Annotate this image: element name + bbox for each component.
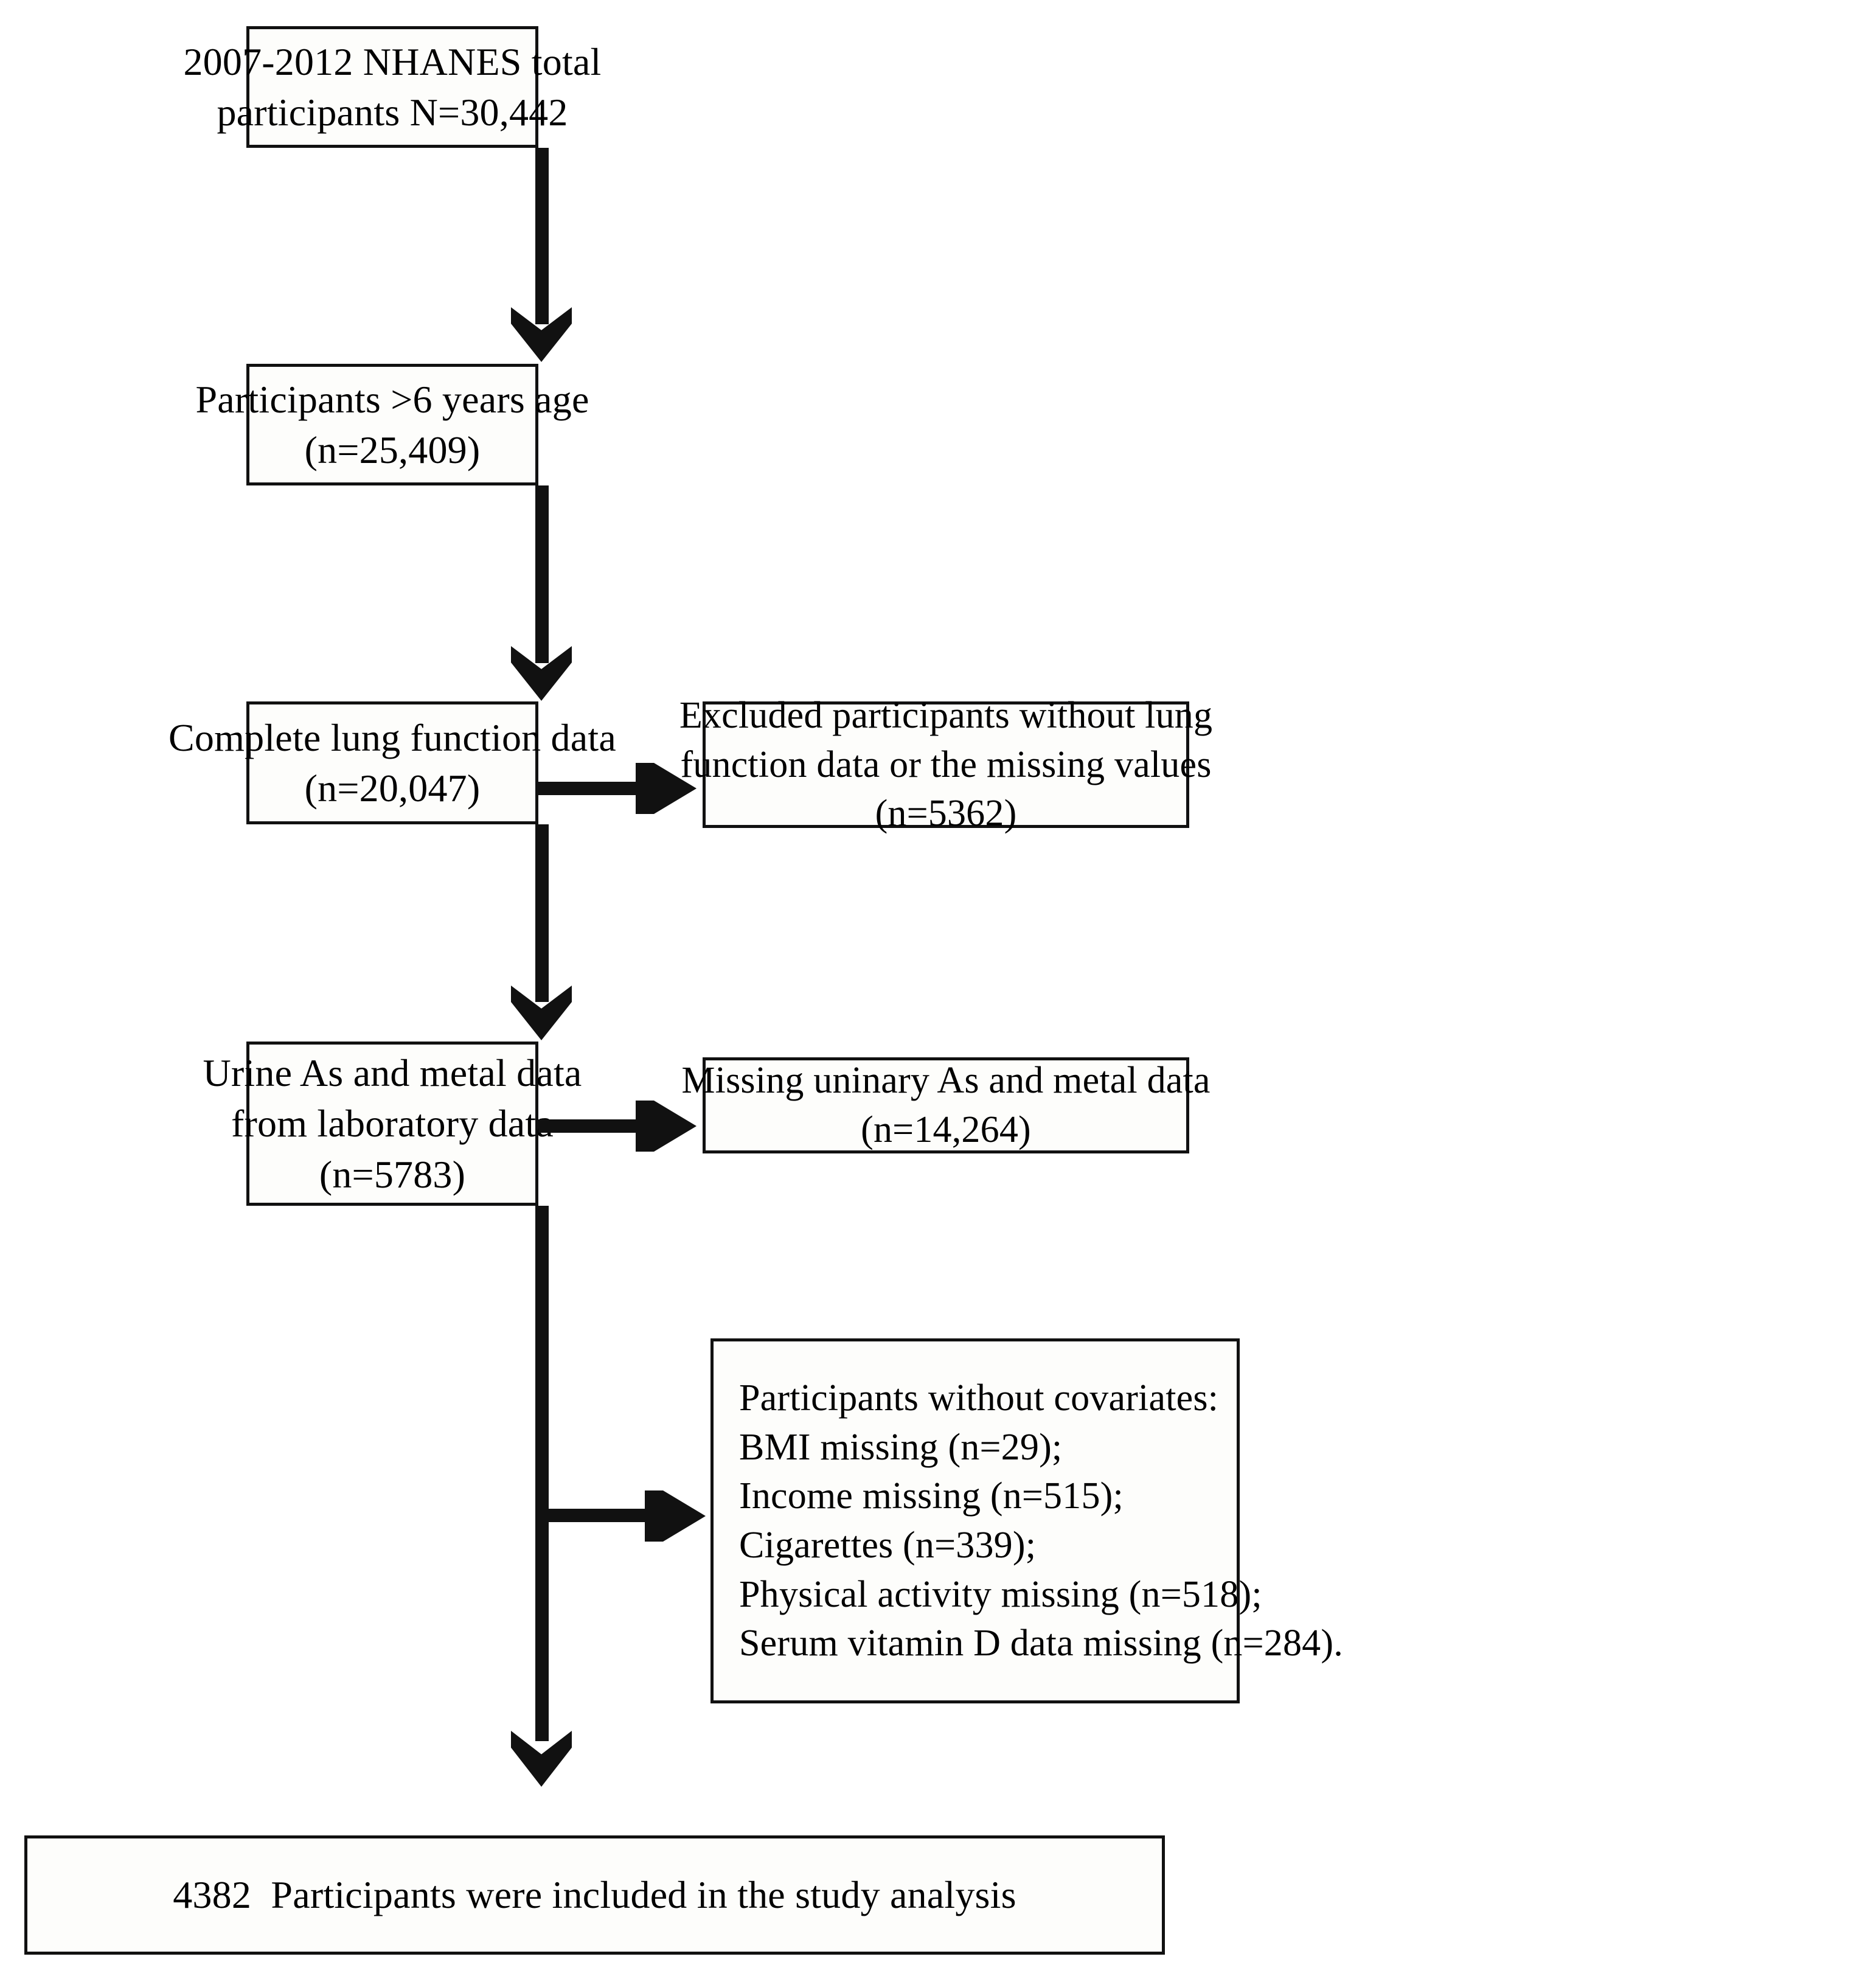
node-line: Urine As and metal data <box>203 1051 582 1095</box>
exclusion-line: Missing uninary As and metal data <box>681 1060 1211 1102</box>
connector-line-n1-n2 <box>535 148 549 324</box>
arrow-right-n4-e3 <box>645 1490 706 1542</box>
connector-line-n3-n4 <box>535 824 549 1002</box>
exclusion-missing-urine: Missing uninary As and metal data (n=14,… <box>681 1057 1210 1153</box>
connector-line-n4-e2 <box>538 1119 651 1133</box>
exclusion-line: BMI missing (n=29); <box>739 1426 1063 1468</box>
node-line: 4382 Participants were included in the s… <box>173 1873 1016 1917</box>
exclusion-no-lung-function: Excluded participants without lung funct… <box>679 695 1212 834</box>
node-line: Participants >6 years age <box>195 377 589 421</box>
node-final-analysis: 4382 Participants were included in the s… <box>24 1835 1165 1955</box>
node-line: 2007-2012 NHANES total <box>183 40 602 83</box>
node-line: Complete lung function data <box>168 715 616 759</box>
node-total-participants: 2007-2012 NHANES total participants N=30… <box>183 26 601 148</box>
connector-line-n2-n3 <box>535 485 549 663</box>
node-age-filter: Participants >6 years age (n=25,409) <box>195 364 589 485</box>
exclusion-line: function data or the missing values <box>680 743 1212 785</box>
node-lung-function: Complete lung function data (n=20,047) <box>168 701 616 824</box>
arrow-right-n4-e2 <box>636 1101 697 1152</box>
exclusion-line: (n=5362) <box>875 793 1017 835</box>
exclusion-line: (n=14,264) <box>861 1109 1031 1150</box>
exclusion-line: Excluded participants without lung <box>679 695 1213 737</box>
node-line: (n=5783) <box>319 1152 466 1196</box>
node-line: participants N=30,442 <box>217 91 568 134</box>
connector-line-n4-trunk <box>535 1206 549 1741</box>
exclusion-line: Physical activity missing (n=518); <box>739 1573 1262 1615</box>
exclusion-line: Participants without covariates: <box>739 1377 1219 1419</box>
node-line: from laboratory data <box>231 1102 554 1146</box>
exclusion-missing-covariates: Participants without covariates: BMI mis… <box>710 1338 1343 1703</box>
node-urine-metals: Urine As and metal data from laboratory … <box>203 1042 582 1206</box>
node-line: (n=20,047) <box>304 767 481 810</box>
exclusion-line: Income missing (n=515); <box>739 1475 1124 1517</box>
exclusion-line: Cigarettes (n=339); <box>739 1525 1037 1566</box>
connector-line-n3-e1 <box>538 782 651 795</box>
node-line: (n=25,409) <box>304 428 481 471</box>
exclusion-line: Serum vitamin D data missing (n=284). <box>739 1623 1343 1664</box>
